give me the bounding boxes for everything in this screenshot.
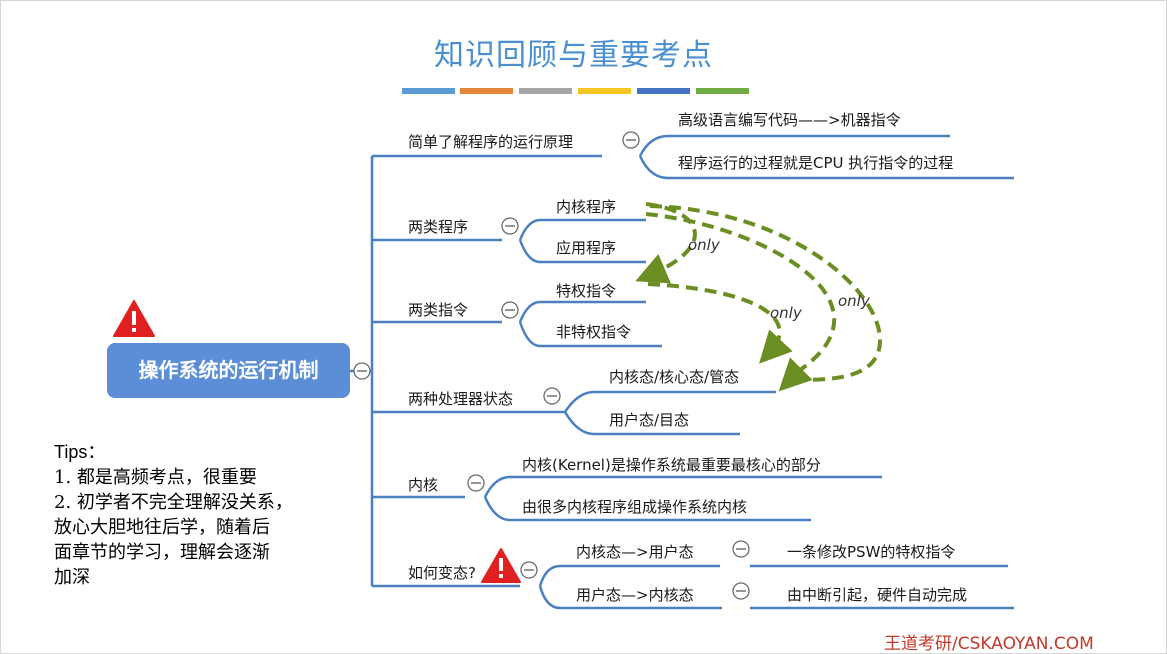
instructions-child-nonprivileged: 非特权指令 — [556, 323, 632, 341]
arrow-label-only: only — [688, 236, 720, 254]
cpu-state-kernel: 内核态/核心态/管态 — [609, 368, 740, 386]
branch-instructions: 两类指令 — [408, 301, 469, 319]
principle-child-2: 程序运行的过程就是CPU 执行指令的过程 — [678, 154, 954, 172]
color-bar — [696, 88, 749, 94]
transition-kernel-to-user: 内核态—>用户态 — [576, 543, 694, 561]
color-bar — [578, 88, 631, 94]
color-bar — [460, 88, 513, 94]
arrow-label-only: only — [838, 292, 870, 310]
warning-icon — [113, 300, 155, 337]
transition-user-to-kernel-detail: 由中断引起，硬件自动完成 — [787, 586, 968, 604]
tips-line: 1. 都是高频考点，很重要 — [54, 467, 257, 488]
tips-line: 2. 初学者不完全理解没关系， — [54, 492, 293, 513]
programs-child-kernel: 内核程序 — [556, 198, 617, 216]
tips-line: 加深 — [54, 567, 90, 588]
branch-principle: 简单了解程序的运行原理 — [408, 133, 574, 151]
color-bar — [519, 88, 572, 94]
color-bar — [637, 88, 690, 94]
instructions-child-privileged: 特权指令 — [556, 282, 617, 300]
principle-child-1: 高级语言编写代码——>机器指令 — [678, 111, 901, 129]
tips-line: 面章节的学习，理解会逐渐 — [54, 542, 270, 563]
tips-line: 放心大胆地往后学，随着后 — [54, 517, 270, 538]
cpu-state-user: 用户态/目态 — [609, 411, 690, 429]
tips-heading: Tips： — [54, 442, 106, 462]
transition-kernel-to-user-detail: 一条修改PSW的特权指令 — [787, 543, 956, 561]
kernel-child-2: 由很多内核程序组成操作系统内核 — [522, 498, 748, 516]
warning-icon — [481, 548, 521, 583]
kernel-child-1: 内核(Kernel)是操作系统最重要最核心的部分 — [522, 456, 821, 474]
color-bar — [402, 88, 455, 94]
arrow-label-only: only — [770, 304, 802, 322]
transition-user-to-kernel: 用户态—>内核态 — [576, 586, 694, 604]
slide-title: 知识回顾与重要考点 — [434, 38, 713, 73]
branch-programs: 两类程序 — [408, 218, 469, 236]
branch-transition: 如何变态? — [408, 564, 476, 582]
branch-kernel: 内核 — [408, 476, 439, 494]
root-node: 操作系统的运行机制 — [107, 343, 350, 398]
tips-block: Tips： 1. 都是高频考点，很重要 2. 初学者不完全理解没关系， 放心大胆… — [54, 440, 344, 590]
footer-brand: 王道考研/CSKAOYAN.COM — [884, 634, 1094, 654]
programs-child-app: 应用程序 — [556, 239, 617, 257]
branch-cpu-states: 两种处理器状态 — [408, 390, 514, 408]
